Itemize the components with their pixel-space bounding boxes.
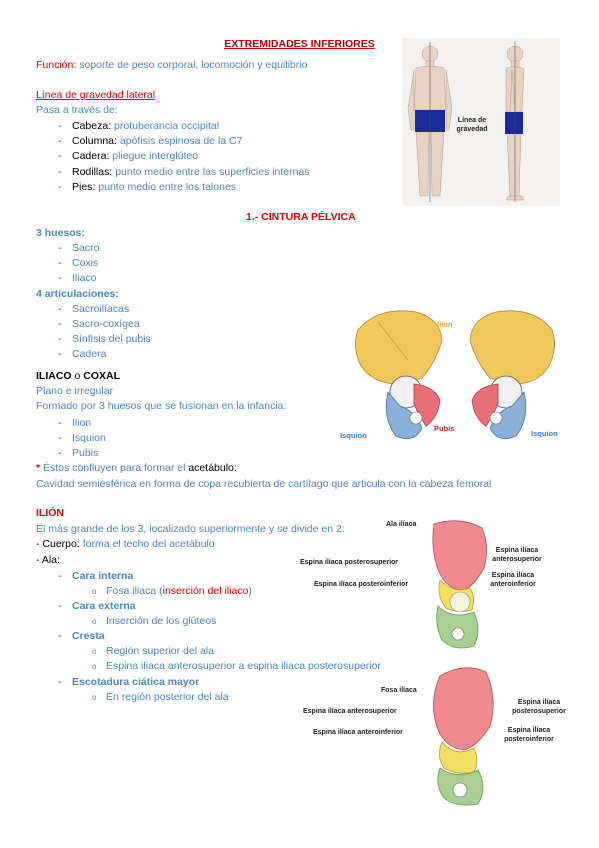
list-item: -Cresta — [58, 630, 105, 642]
funcion-line: Función: soporte de peso corporal, locom… — [36, 59, 308, 71]
list-item: -Sacroilíacas — [58, 303, 130, 315]
eas-label: Espina ilíaca anterosuperior — [492, 547, 542, 563]
coxal-line2: Formado por 3 huesos que se fusionan en … — [36, 400, 287, 412]
gravedad-intro: Pasa a través de: — [36, 104, 118, 116]
list-item: -Sacro-coxígea — [58, 318, 140, 330]
ilion-lateral-figure — [432, 520, 487, 649]
gravity-figure-label: Línea de gravedad — [456, 117, 488, 133]
list-item: -Sacro — [58, 242, 100, 254]
list-item: -Sínfisis del pubis — [58, 333, 151, 345]
list-item: -Pies: punto medio entre los talones — [58, 181, 237, 193]
list-item: -Columna: apófisis espinosa de la C7 — [58, 135, 243, 147]
fosa-iliaca-label: Fosa ilíaca — [381, 687, 417, 694]
gravedad-heading: Línea de gravedad lateral — [36, 89, 156, 101]
page-title: EXTREMIDADES INFERIORES — [224, 38, 375, 50]
list-item: -Rodillas: punto medio entre las superfi… — [58, 166, 310, 178]
ilion-cuerpo: - Cuerpo: forma el techo del acetábulo — [36, 538, 215, 550]
pubis-label: Pubis — [434, 424, 455, 433]
list-item: -Cadera — [58, 348, 107, 360]
epi-label: Espina ilíaca posteroinferior — [314, 581, 409, 588]
list-item: -Cabeza: protuberancia occipital — [58, 120, 220, 132]
coxal-bones-figure — [355, 310, 555, 440]
isquion-right-label: Isquion — [531, 429, 558, 438]
ilion-heading: ILIÓN — [36, 507, 64, 519]
gravity-figure — [402, 38, 560, 206]
ilion-label: Ilion — [437, 320, 453, 329]
ilion-medial-figure — [433, 667, 494, 806]
eps-medial-label: Espina ilíaca posterosuperior — [512, 699, 566, 715]
funcion-text: soporte de peso corporal, locomoción y e… — [79, 59, 308, 71]
coxal-cavidad: Cavidad semiesférica en forma de copa re… — [36, 478, 492, 490]
coxal-heading: ILIACO o COXAL — [36, 370, 121, 382]
coxal-note: * Éstos confluyen para formar el acetábu… — [36, 462, 237, 474]
isquion-left-label: Isquion — [340, 431, 367, 440]
list-item: -Iliaco — [58, 272, 97, 284]
eas-medial-label: Espina ilíaca anterosuperior — [303, 708, 397, 715]
ilion-ala: - Ala: — [36, 554, 60, 566]
list-item: -Isquion — [58, 432, 106, 444]
eps-label: Espina ilíaca posterosuperior — [300, 559, 399, 566]
list-item: -Cadera: pliegue interglúteo — [58, 150, 199, 162]
section-heading-cintura: 1.- CINTURA PÉLVICA — [246, 211, 356, 223]
eai-medial-label: Espina ilíaca anteroinferior — [313, 729, 403, 736]
list-item: -Cara interna — [58, 570, 134, 582]
list-item: -Pubis — [58, 447, 99, 459]
ilion-intro: El más grande de los 3, localizado super… — [36, 523, 345, 535]
list-item: -Escotadura ciática mayor — [58, 676, 200, 688]
huesos-label: 3 huesos: — [36, 227, 86, 239]
coxal-line1: Plano e irregular — [36, 385, 114, 397]
funcion-label: Función — [36, 59, 74, 71]
articulaciones-label: 4 articulaciones: — [36, 288, 119, 300]
epi-medial-label: Espina ilíaca posteroinferior — [504, 727, 554, 743]
eai-label: Espina ilíaca anteroinferior — [490, 572, 536, 588]
list-item: -Coxis — [58, 257, 99, 269]
list-item: -Ilion — [58, 417, 92, 429]
ala-iliaca-label: Ala ilíaca — [386, 521, 417, 528]
list-item: -Cara externa — [58, 600, 136, 612]
